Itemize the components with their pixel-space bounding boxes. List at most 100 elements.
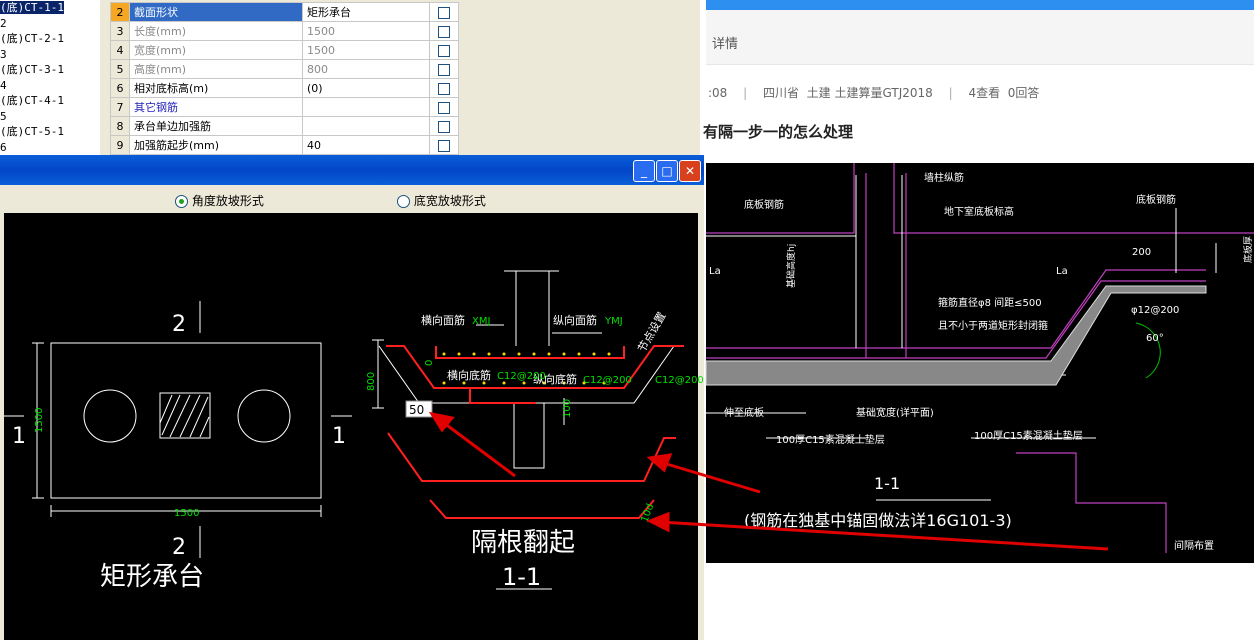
meta-category[interactable]: 土建 土建算量GTJ2018 bbox=[806, 86, 933, 100]
tree-item[interactable]: (底)CT-5-1 bbox=[0, 124, 64, 139]
label-bottom-2: 基础宽度(详平面) bbox=[856, 406, 934, 419]
tree-item[interactable]: 3 bbox=[0, 47, 7, 62]
label-bot-long-val: C12@200 bbox=[583, 375, 632, 386]
property-value[interactable]: 800 bbox=[302, 59, 430, 79]
label-base-rebar-left: 底板钢筋 bbox=[744, 198, 784, 211]
tree-item-label: (底)CT-1-1 bbox=[0, 1, 64, 14]
minimize-button[interactable]: _ bbox=[633, 160, 655, 182]
cover-input[interactable] bbox=[405, 400, 433, 418]
detail-tab-bar: 详情 bbox=[706, 10, 1254, 65]
label-top-trans: 横向面筋 bbox=[421, 313, 465, 327]
tree-item[interactable]: 6 bbox=[0, 140, 7, 155]
arrow-3 bbox=[659, 520, 1109, 551]
attach-checkbox[interactable] bbox=[438, 139, 450, 152]
tree-item-label: (底)CT-4-1 bbox=[0, 94, 64, 107]
label-section: 1-1 bbox=[874, 474, 900, 493]
plan-mark-top: 2 bbox=[172, 312, 186, 337]
section-caption-sub: 1-1 bbox=[502, 563, 541, 591]
tree-item[interactable]: (底)CT-1-1 bbox=[0, 0, 64, 15]
tree-item[interactable]: (底)CT-2-1 bbox=[0, 31, 64, 46]
plan-dim-height: 1500 bbox=[34, 408, 45, 433]
label-cushion-1: 100厚C15素混凝土垫层 bbox=[776, 433, 885, 446]
cad-svg: 2 2 1 1 1500 1500 矩形承台 bbox=[4, 270, 704, 592]
option-angle[interactable]: 角度放坡形式 bbox=[175, 192, 264, 209]
radio-width[interactable] bbox=[397, 195, 410, 208]
rebar-top bbox=[435, 346, 625, 359]
label-bot-trans-val: C12@200 bbox=[497, 371, 546, 382]
attach-checkbox[interactable] bbox=[438, 44, 450, 57]
tree-item[interactable]: (底)CT-4-1 bbox=[0, 93, 64, 108]
row-number: 6 bbox=[110, 78, 130, 98]
tree-item-label: (底)CT-3-1 bbox=[0, 63, 64, 76]
attach-checkbox[interactable] bbox=[438, 120, 450, 133]
property-value[interactable]: (0) bbox=[302, 78, 430, 98]
dialog-title-bar[interactable]: _ □ ✕ bbox=[0, 155, 704, 185]
property-attach-cell bbox=[429, 59, 459, 79]
property-value[interactable]: 矩形承台 bbox=[302, 2, 430, 22]
label-top-long-val: YMJ bbox=[604, 316, 623, 327]
tree-item[interactable]: 2 bbox=[0, 16, 7, 31]
property-value[interactable]: 1500 bbox=[302, 21, 430, 41]
property-name: 加强筋起步(mm) bbox=[129, 135, 303, 155]
tree-item[interactable]: 5 bbox=[0, 109, 7, 124]
close-button[interactable]: ✕ bbox=[679, 160, 701, 182]
meta-divider: | bbox=[743, 86, 748, 100]
label-note: (钢筋在独基中锚固做法详16G101-3) bbox=[744, 511, 1012, 530]
tree-item-label: 6 bbox=[0, 140, 7, 154]
option-width[interactable]: 底宽放坡形式 bbox=[397, 192, 486, 209]
pile-left bbox=[83, 389, 137, 443]
label-cushion-2: 100厚C15素混凝土垫层 bbox=[974, 429, 1083, 442]
label-la-right: La bbox=[1056, 266, 1068, 277]
label-spacing: 间隔布置 bbox=[1174, 539, 1214, 552]
property-value[interactable]: 1500 bbox=[302, 40, 430, 60]
label-wall-rebar: 墙柱纵筋 bbox=[924, 171, 964, 184]
maximize-button[interactable]: □ bbox=[656, 160, 678, 182]
question-meta: :08 | 四川省 土建 土建算量GTJ2018 | 4查看 0回答 bbox=[708, 84, 1039, 101]
reference-drawing-svg: 墙柱纵筋 底板钢筋 底板钢筋 地下室底板标高 La La 200 箍筋直径φ8 … bbox=[705, 163, 1254, 553]
attach-checkbox[interactable] bbox=[438, 82, 450, 95]
section-caption: 隔根翻起 bbox=[471, 528, 575, 558]
attach-checkbox[interactable] bbox=[438, 6, 450, 19]
rebar-lower bbox=[469, 388, 536, 404]
tree-item[interactable]: (底)CT-3-1 bbox=[0, 62, 64, 77]
tree-item-label: 5 bbox=[0, 109, 7, 123]
arrow-1 bbox=[439, 418, 516, 478]
property-attach-cell bbox=[429, 78, 459, 98]
property-attach-cell bbox=[429, 21, 459, 41]
attach-checkbox[interactable] bbox=[438, 25, 450, 38]
label-base-rebar-right: 底板钢筋 bbox=[1136, 193, 1176, 206]
tree-item-label: 3 bbox=[0, 47, 7, 61]
meta-time: :08 bbox=[708, 86, 728, 100]
plan-mark-bottom: 2 bbox=[172, 535, 186, 560]
rebar-alt-1 bbox=[387, 432, 676, 482]
tree-item[interactable]: 4 bbox=[0, 78, 7, 93]
radio-angle[interactable] bbox=[175, 195, 188, 208]
label-bot-trans: 横向底筋 bbox=[447, 368, 491, 382]
plan-mark-right: 1 bbox=[332, 424, 346, 449]
attach-checkbox[interactable] bbox=[438, 63, 450, 76]
rebar-alt-2 bbox=[429, 499, 655, 519]
label-200: 200 bbox=[1132, 247, 1151, 258]
browser-header-bar bbox=[706, 0, 1254, 10]
row-number: 4 bbox=[110, 40, 130, 60]
plan-outline bbox=[50, 342, 322, 499]
tab-detail[interactable]: 详情 bbox=[712, 37, 739, 52]
tree-item-label: 4 bbox=[0, 78, 7, 92]
label-bottom-1: 伸至底板 bbox=[724, 406, 764, 419]
column-hatched bbox=[159, 392, 211, 439]
label-rebar: φ12@200 bbox=[1131, 305, 1179, 316]
rebar-bottom bbox=[386, 345, 684, 389]
attach-checkbox[interactable] bbox=[438, 101, 450, 114]
option-width-label: 底宽放坡形式 bbox=[413, 194, 486, 208]
dialog-border bbox=[698, 185, 704, 640]
property-value[interactable]: 40 bbox=[302, 135, 430, 155]
